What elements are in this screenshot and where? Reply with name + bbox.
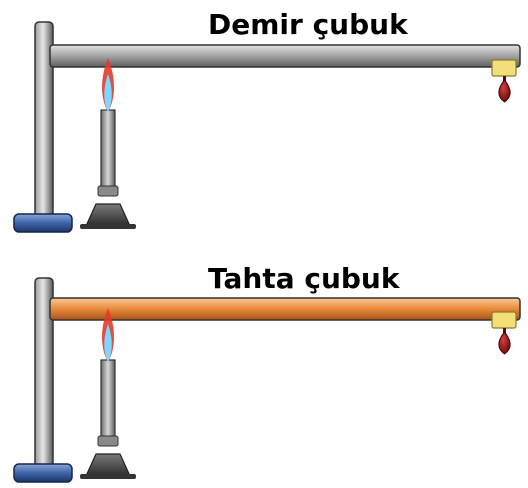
rod-label-wood: Tahta çubuk	[208, 262, 401, 295]
bunsen-burner-icon	[80, 109, 136, 229]
wax-stem	[503, 76, 506, 82]
setup-iron: Demir çubuk	[13, 8, 521, 233]
stand-base	[13, 213, 73, 233]
wax-holder	[491, 311, 517, 329]
wax-holder	[491, 59, 517, 77]
stand-base	[13, 463, 73, 483]
flame-icon	[102, 58, 114, 112]
wax-stem	[503, 328, 506, 334]
flame-icon	[102, 308, 114, 362]
rod-label-iron: Demir çubuk	[208, 8, 409, 41]
setup-wood: Tahta çubuk	[13, 262, 521, 483]
bunsen-burner-icon	[80, 359, 136, 479]
wax-drop-icon	[498, 331, 511, 355]
wax-drop-icon	[498, 79, 511, 103]
iron-rod	[49, 44, 521, 68]
wood-rod	[49, 297, 521, 321]
